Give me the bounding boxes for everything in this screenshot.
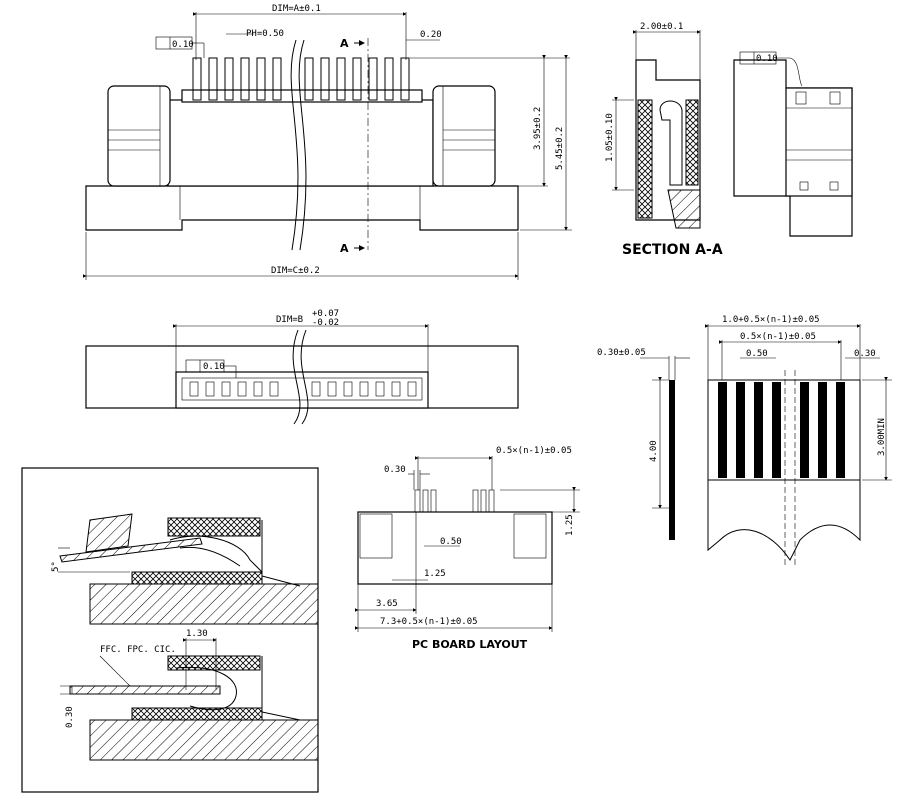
fpc-contacts	[718, 382, 845, 478]
fpc-edge-label: 0.30	[854, 349, 876, 359]
pcb-side-offset-label: 3.65	[376, 599, 398, 609]
parallelism-label: 0.10	[756, 54, 778, 64]
pcb-pad-offset-label: 1.25	[424, 569, 446, 579]
pcb-pad-height-label: 1.25	[565, 514, 575, 536]
height-a-label: 3.95±0.2	[533, 107, 543, 150]
pcb-title: PC BOARD LAYOUT	[412, 638, 528, 651]
pcb-pads	[414, 489, 495, 513]
flatness-label: 0.10	[172, 40, 194, 50]
fpc-min-length-label: 3.00MIN	[877, 418, 887, 456]
fpc-thickness-label: 0.30±0.05	[597, 348, 646, 358]
section-mark-bottom: A	[340, 242, 349, 255]
dim-b-label: DIM=B	[276, 315, 303, 325]
pcb-layout: 0.30 0.5×(n-1)±0.05 0.50 1.25 1.25 3.65 …	[355, 446, 580, 651]
dim-b-tol-minus: -0.02	[312, 318, 339, 328]
front-right-ear	[432, 85, 496, 187]
bottom-pins	[189, 381, 417, 397]
section-view: 2.00±0.1 1.05±0.10 SECTION A-A	[605, 22, 723, 258]
fpc-pitch-label: 0.50	[746, 349, 768, 359]
pcb-overall-label: 7.3+0.5×(n-1)±0.05	[380, 617, 478, 627]
pitch-label: PH=0.50	[246, 29, 284, 39]
gap-label: 0.20	[420, 30, 442, 40]
front-pins	[192, 57, 410, 101]
detail-label: FFC. FPC. CIC.	[100, 645, 176, 655]
section-mark-top: A	[340, 37, 349, 50]
bottom-flatness-label: 0.10	[203, 362, 225, 372]
front-break-line	[290, 39, 299, 251]
detail-depth-label: 1.30	[186, 629, 208, 639]
pcb-pitch-label: 0.50	[440, 537, 462, 547]
front-left-ear	[107, 85, 171, 187]
section-width-label: 2.00±0.1	[640, 22, 683, 32]
dim-a-label: DIM=A±0.1	[272, 4, 321, 14]
front-base	[85, 185, 519, 231]
height-b-label: 5.45±0.2	[555, 127, 565, 170]
front-center-body	[167, 99, 434, 187]
fpc-length-label: 4.00	[649, 440, 659, 462]
detail-thickness-label: 0.30	[65, 706, 75, 728]
front-view: DIM=A±0.1 PH=0.50 0.20 0.10 DIM=C±0.2 3.…	[83, 4, 572, 280]
insertion-detail: 5° 1.30 FFC. FPC. CIC. 0.30	[21, 467, 319, 793]
fpc-overall-label: 1.0+0.5×(n-1)±0.05	[722, 315, 820, 325]
section-title: SECTION A-A	[622, 242, 723, 258]
detail-angle-label: 5°	[51, 561, 61, 572]
dim-c-label: DIM=C±0.2	[271, 266, 320, 276]
fpc-inner-label: 0.5×(n-1)±0.05	[740, 332, 816, 342]
pcb-pad-width-label: 0.30	[384, 465, 406, 475]
dim-b-tol-plus: +0.07	[312, 309, 339, 319]
section-height-label: 1.05±0.10	[605, 113, 615, 162]
front-top-strip	[181, 89, 423, 103]
fpc-view: 1.0+0.5×(n-1)±0.05 0.5×(n-1)±0.05 0.50 0…	[597, 315, 892, 565]
bottom-view: DIM=B +0.07 -0.02 0.10	[85, 309, 519, 425]
pcb-span-label: 0.5×(n-1)±0.05	[496, 446, 572, 456]
side-view: 0.10	[733, 51, 853, 237]
